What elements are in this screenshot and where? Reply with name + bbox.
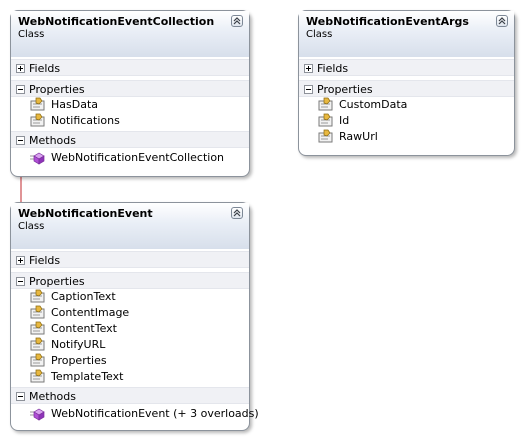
minus-box-icon[interactable]	[16, 392, 25, 401]
section-properties-label: Properties	[317, 83, 373, 96]
property-name: ContentImage	[51, 306, 130, 319]
double-chevron-up-icon	[498, 17, 506, 25]
class-kind: Class	[306, 29, 333, 40]
property-row[interactable]: ContentText	[11, 321, 249, 337]
property-name: Notifications	[51, 114, 120, 127]
class-name: WebNotificationEvent	[18, 207, 153, 220]
property-name: CaptionText	[51, 290, 116, 303]
section-fields[interactable]: Fields	[299, 59, 514, 76]
class-header: WebNotificationEventArgs Class	[299, 11, 514, 57]
minus-box-icon[interactable]	[16, 85, 25, 94]
property-hand-icon	[30, 321, 45, 335]
class-box-webnotificationevent[interactable]: WebNotificationEvent Class Fields Proper…	[10, 202, 259, 431]
section-properties[interactable]: Properties	[11, 272, 249, 289]
method-row[interactable]: WebNotificationEventCollection	[11, 150, 249, 166]
section-fields[interactable]: Fields	[11, 251, 249, 268]
section-methods-label: Methods	[29, 134, 76, 147]
property-name: ContentText	[51, 322, 117, 335]
minus-box-icon[interactable]	[16, 136, 25, 145]
section-properties-label: Properties	[29, 83, 85, 96]
property-row[interactable]: ContentImage	[11, 305, 249, 321]
property-row[interactable]: Notifications	[11, 113, 249, 129]
property-hand-icon	[30, 289, 45, 303]
property-hand-icon	[30, 369, 45, 383]
property-name: NotifyURL	[51, 338, 106, 351]
property-name: Properties	[51, 354, 107, 367]
class-name: WebNotificationEventCollection	[18, 15, 215, 28]
property-name: CustomData	[339, 98, 408, 111]
section-properties-label: Properties	[29, 275, 85, 288]
property-hand-icon	[318, 129, 333, 143]
collapse-button[interactable]	[496, 15, 508, 27]
class-kind: Class	[18, 29, 45, 40]
property-hand-icon	[318, 97, 333, 111]
minus-box-icon[interactable]	[16, 277, 25, 286]
property-hand-icon	[30, 353, 45, 367]
plus-box-icon[interactable]	[16, 64, 25, 73]
section-fields-label: Fields	[29, 62, 61, 75]
class-kind: Class	[18, 221, 45, 232]
class-header: WebNotificationEvent Class	[11, 203, 249, 249]
property-row[interactable]: Properties	[11, 353, 249, 369]
collapse-button[interactable]	[231, 15, 243, 27]
property-row[interactable]: Id	[299, 113, 514, 129]
method-name: WebNotificationEvent (+ 3 overloads)	[51, 407, 259, 420]
property-name: Id	[339, 114, 350, 127]
section-properties[interactable]: Properties	[299, 80, 514, 97]
property-row[interactable]: CustomData	[299, 97, 514, 113]
property-row[interactable]: RawUrl	[299, 129, 514, 145]
property-hand-icon	[30, 337, 45, 351]
property-row[interactable]: CaptionText	[11, 289, 249, 305]
class-box-webnotificationeventcollection[interactable]: WebNotificationEventCollection Class Fie…	[10, 10, 250, 177]
property-hand-icon	[30, 305, 45, 319]
plus-box-icon[interactable]	[304, 64, 313, 73]
class-name: WebNotificationEventArgs	[306, 15, 469, 28]
property-hand-icon	[30, 97, 45, 111]
property-name: TemplateText	[51, 370, 124, 383]
section-properties[interactable]: Properties	[11, 80, 249, 97]
plus-box-icon[interactable]	[16, 256, 25, 265]
method-cube-icon	[30, 152, 45, 165]
section-fields-label: Fields	[29, 254, 61, 267]
section-methods[interactable]: Methods	[11, 131, 249, 148]
property-row[interactable]: HasData	[11, 97, 249, 113]
section-fields[interactable]: Fields	[11, 59, 249, 76]
property-hand-icon	[30, 113, 45, 127]
section-fields-label: Fields	[317, 62, 349, 75]
method-name: WebNotificationEventCollection	[51, 151, 225, 164]
property-name: HasData	[51, 98, 99, 111]
minus-box-icon[interactable]	[304, 85, 313, 94]
double-chevron-up-icon	[233, 17, 241, 25]
collapse-button[interactable]	[231, 207, 243, 219]
method-cube-icon	[30, 408, 45, 421]
class-box-webnotificationeventargs[interactable]: WebNotificationEventArgs Class Fields Pr…	[298, 10, 515, 156]
property-row[interactable]: TemplateText	[11, 369, 249, 385]
section-methods-label: Methods	[29, 390, 76, 403]
method-row[interactable]: WebNotificationEvent (+ 3 overloads)	[11, 406, 259, 422]
property-row[interactable]: NotifyURL	[11, 337, 249, 353]
class-header: WebNotificationEventCollection Class	[11, 11, 249, 57]
property-name: RawUrl	[339, 130, 378, 143]
section-methods[interactable]: Methods	[11, 387, 249, 404]
property-hand-icon	[318, 113, 333, 127]
double-chevron-up-icon	[233, 209, 241, 217]
